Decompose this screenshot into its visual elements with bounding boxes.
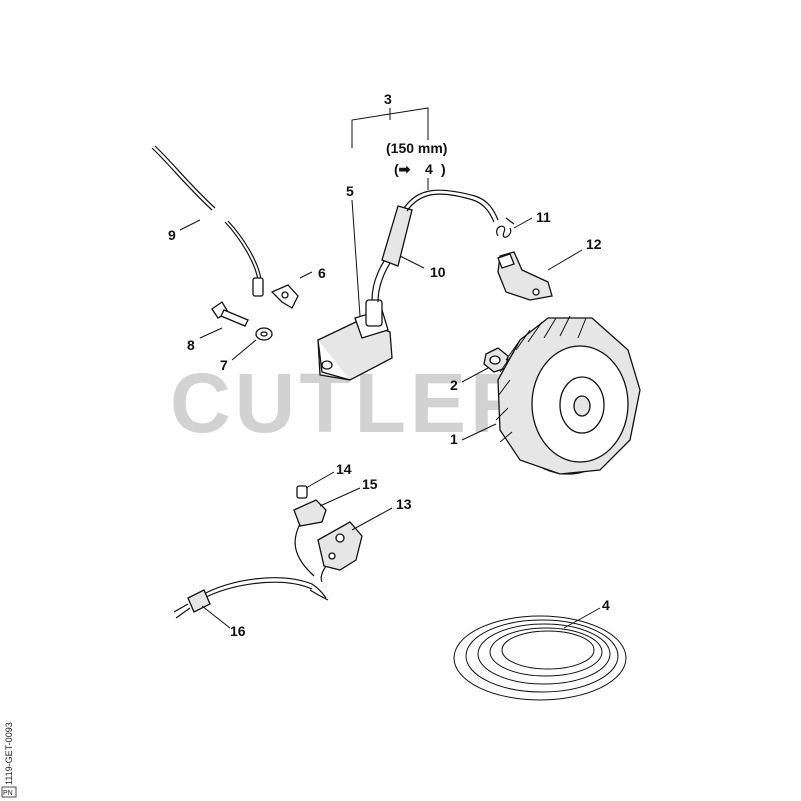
drawing-code-box xyxy=(1,786,17,798)
part-9-wire xyxy=(151,145,264,297)
callout-2: 2 xyxy=(450,377,458,393)
part-10-ignition-lead xyxy=(371,189,499,303)
part-8-screw xyxy=(211,301,249,327)
callout-4: 4 xyxy=(602,597,610,613)
reference-prefix: (➡ xyxy=(394,161,411,177)
part-4-coiled-wire xyxy=(453,615,627,701)
callout-13: 13 xyxy=(396,496,412,512)
part-11-spring xyxy=(496,217,515,238)
callout-4-reference: 4 xyxy=(425,161,433,177)
drawing-code-suffix: PN xyxy=(3,790,13,797)
callout-6: 6 xyxy=(318,265,326,281)
reference-suffix: ) xyxy=(441,161,446,177)
callout-16: 16 xyxy=(230,623,246,639)
part-5-ignition-module xyxy=(317,299,393,381)
callout-3: 3 xyxy=(384,91,392,107)
part-12-spark-plug-boot xyxy=(497,251,553,301)
part-15-sensor xyxy=(293,499,329,601)
part-16-wiring-harness xyxy=(173,577,327,619)
part-7-washer xyxy=(255,327,273,341)
part-6-clip xyxy=(270,284,299,309)
callout-15: 15 xyxy=(362,476,378,492)
part-14-screw xyxy=(296,485,308,499)
callout-12: 12 xyxy=(586,236,602,252)
callout-14: 14 xyxy=(336,461,352,477)
callout-8: 8 xyxy=(187,337,195,353)
leader-lines xyxy=(179,107,601,629)
callout-5: 5 xyxy=(346,183,354,199)
callout-7: 7 xyxy=(220,357,228,373)
callout-11: 11 xyxy=(536,209,551,225)
part-13-bracket xyxy=(317,521,363,583)
part-1-flywheel xyxy=(495,315,641,475)
drawing-code: 1119-GET-0093 xyxy=(4,722,14,785)
dimension-note: (150 mm) xyxy=(386,140,447,156)
callout-9: 9 xyxy=(168,227,176,243)
callout-10: 10 xyxy=(430,264,446,280)
callout-1: 1 xyxy=(450,431,458,447)
